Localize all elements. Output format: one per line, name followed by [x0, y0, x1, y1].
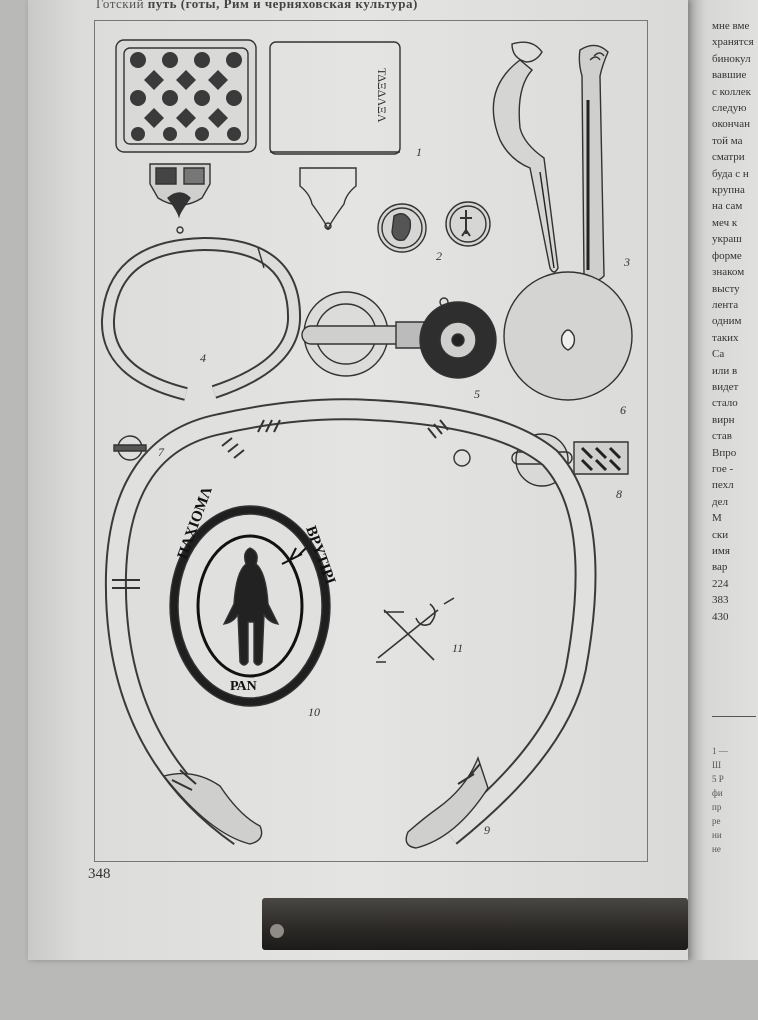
right-page-line: той ма: [712, 134, 743, 147]
seal-inscription-bottom: ΡΑΝ: [230, 679, 257, 694]
footnote-rule: [712, 716, 756, 717]
right-page-line: вар: [712, 561, 728, 574]
right-page-footnotes: 1 — Ш 5 Р фи пр ре ни не: [712, 744, 756, 856]
right-page-line: стало: [712, 397, 738, 410]
right-page-line: хранятся: [712, 36, 754, 49]
seal: [170, 506, 330, 706]
right-page-line: дел: [712, 495, 728, 508]
right-page-line: сматри: [712, 151, 745, 164]
bookmark-key[interactable]: [262, 898, 688, 950]
right-page-line: ски: [712, 528, 729, 541]
right-page-line: видет: [712, 380, 739, 393]
right-page-line: став: [712, 430, 732, 443]
right-page-line: следую: [712, 102, 747, 115]
figure-label-10: 10: [308, 705, 320, 719]
figure-label-2: 2: [436, 249, 442, 263]
right-page-line: Са: [712, 348, 725, 361]
spindle-disc: [504, 272, 632, 400]
right-page-edge: [688, 0, 758, 960]
footnote-line: пр: [712, 802, 722, 812]
right-page-line: с коллек: [712, 85, 751, 98]
running-header: Готский путь (готы, Рим и черняховская к…: [96, 0, 418, 12]
belt-plate-patterned: [116, 40, 256, 233]
small-ring: [114, 436, 146, 460]
figure-label-1: 1: [416, 145, 422, 159]
box-inscription: ΤΔΞΔΛΞΛ: [375, 68, 389, 123]
neck-ring: [112, 409, 586, 848]
figure-label-6: 6: [620, 403, 626, 417]
belt-plate-plain: [270, 42, 400, 230]
footnote-line: 1 —: [712, 746, 728, 756]
right-page-line: гое -: [712, 462, 734, 475]
right-page-line: одним: [712, 315, 742, 328]
right-page-line: на сам: [712, 200, 743, 213]
figure-label-7: 7: [158, 445, 165, 459]
figure-label-3: 3: [623, 255, 630, 269]
plate-frame: [94, 20, 648, 862]
right-page-line: 224: [712, 577, 729, 590]
figure-label-9: 9: [484, 823, 490, 837]
footnote-line: фи: [712, 788, 723, 798]
right-page-line: вирн: [712, 413, 735, 426]
right-page-line: 430: [712, 610, 729, 623]
right-page-line: буда с н: [712, 167, 749, 180]
right-page-line: лента: [712, 298, 739, 311]
right-page-line: высту: [712, 282, 740, 295]
right-page-line: украш: [712, 233, 742, 246]
right-page-line: таких: [712, 331, 739, 344]
bookmark-hole: [270, 924, 284, 938]
footnote-line: 5 Р: [712, 774, 724, 784]
figure-label-8: 8: [616, 487, 622, 501]
right-page-line: форме: [712, 249, 742, 262]
right-page-line: крупна: [712, 184, 745, 197]
right-page-text: мне вме хранятся бинокул вавшие с коллек след…: [712, 18, 756, 625]
right-page-line: мне вме: [712, 20, 750, 32]
coin-reverse: [446, 202, 490, 246]
right-page-line: бинокул: [712, 52, 751, 65]
right-page-line: М: [712, 512, 722, 525]
coin-obverse: [378, 204, 426, 252]
bracelet: [108, 244, 294, 394]
right-page-line: вавшие: [712, 69, 747, 82]
right-page-line: меч к: [712, 216, 738, 229]
figure-label-5: 5: [474, 387, 480, 401]
monogram: [376, 598, 454, 662]
footnote-line: не: [712, 844, 721, 854]
right-page-line: окончан: [712, 118, 750, 131]
footnote-line: ни: [712, 830, 722, 840]
page-number: 348: [88, 866, 111, 882]
fibula-spring: [579, 45, 608, 281]
buckle-with-rivet: [302, 292, 496, 378]
right-page-line: 383: [712, 594, 729, 607]
header-left: Готский: [96, 0, 145, 11]
right-page-line: знаком: [712, 266, 745, 279]
right-page-line: пехл: [712, 479, 734, 492]
right-page-line: имя: [712, 545, 730, 557]
footnote-line: Ш: [712, 760, 722, 770]
figure-label-11: 11: [452, 641, 463, 655]
figure-label-4: 4: [200, 351, 206, 365]
footnote-line: ре: [712, 816, 721, 826]
right-page-line: или в: [712, 364, 738, 377]
right-page-line: Впро: [712, 446, 737, 459]
header-right: путь (готы, Рим и черняховская культура): [147, 0, 418, 11]
fibula-bow: [493, 42, 558, 272]
